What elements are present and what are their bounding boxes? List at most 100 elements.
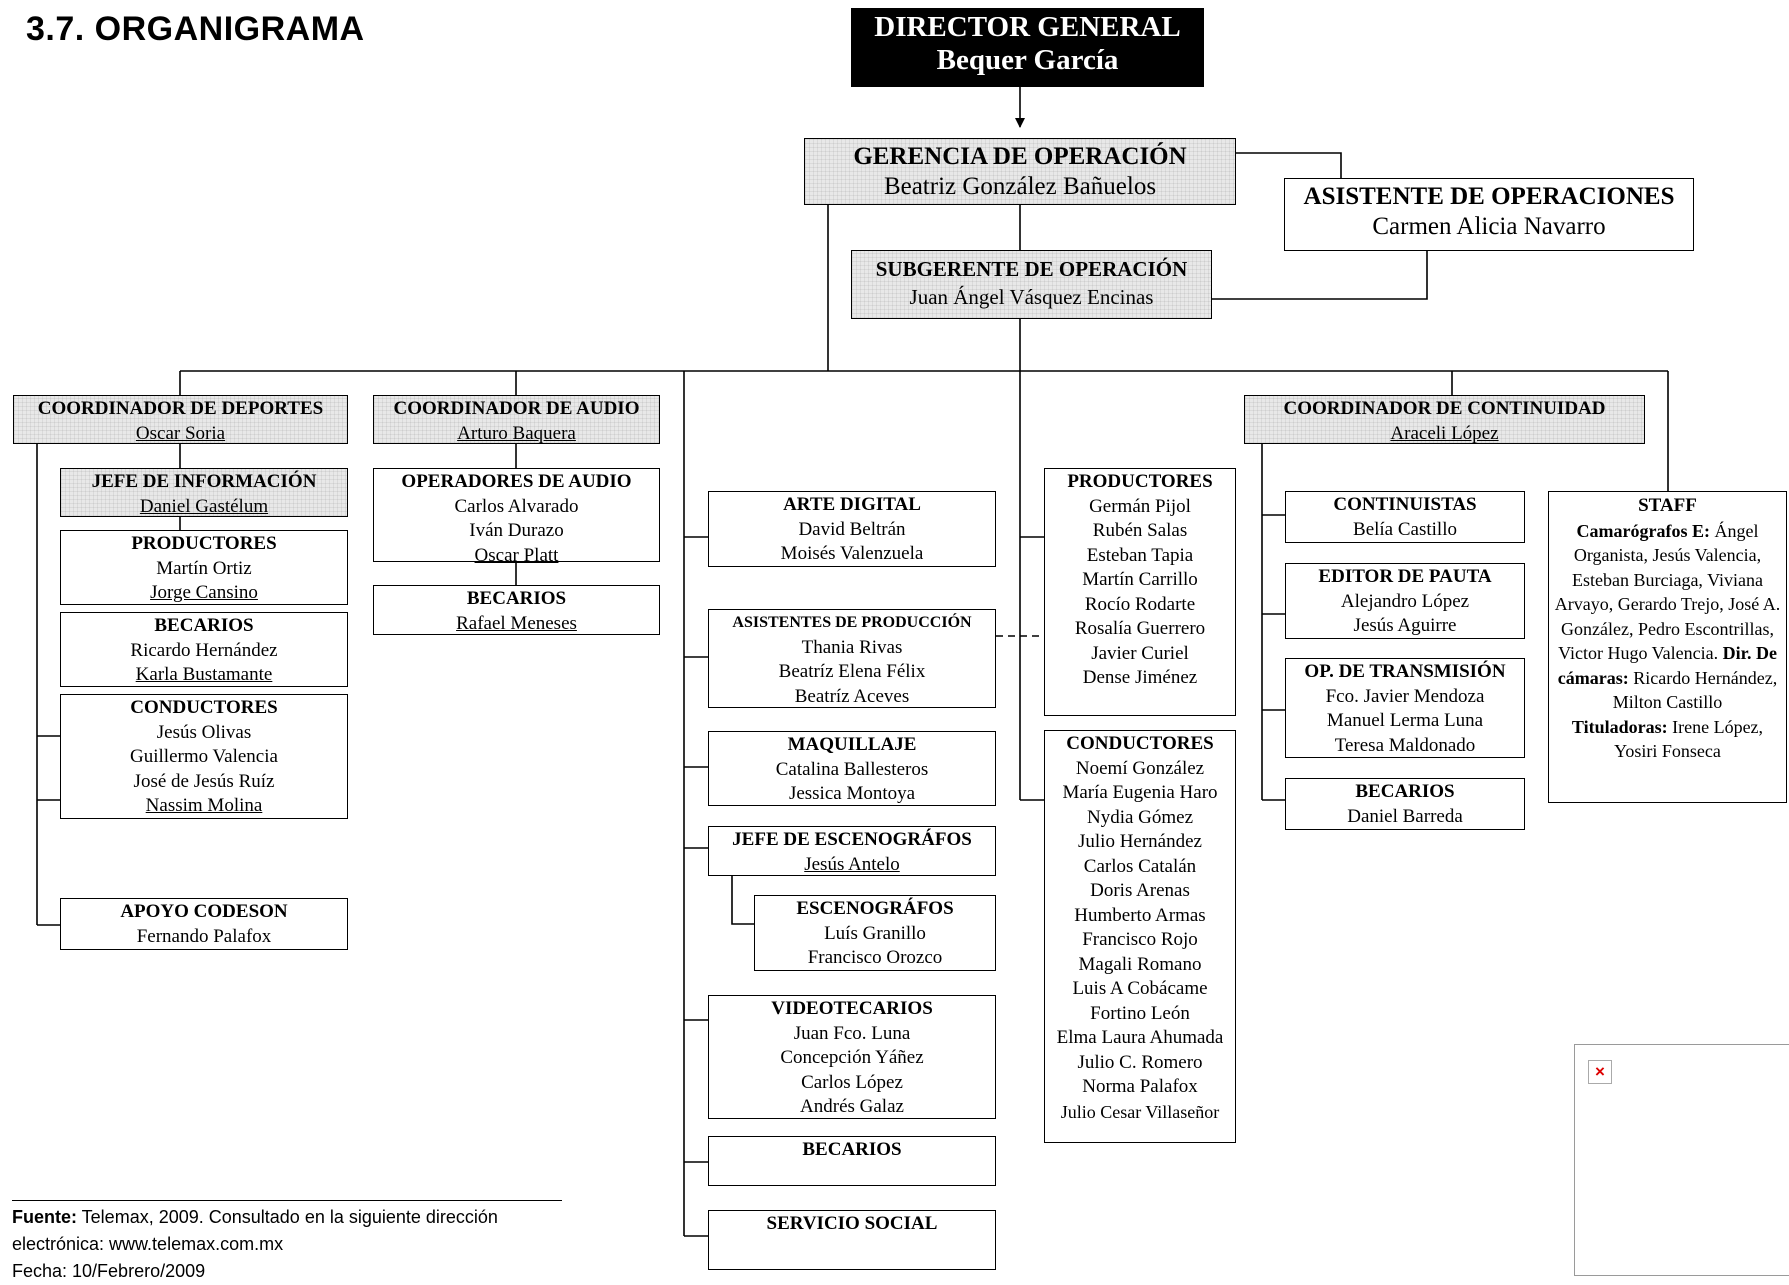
escenografos-title: ESCENOGRÁFOS bbox=[796, 898, 954, 919]
deportes-conductores-box: CONDUCTORES Jesús Olivas Guillermo Valen… bbox=[60, 694, 348, 819]
person-name: Rocío Rodarte bbox=[1084, 593, 1196, 615]
videotecarios-title: VIDEOTECARIOS bbox=[771, 998, 933, 1019]
arte-digital-box: ARTE DIGITAL David Beltrán Moisés Valenz… bbox=[708, 491, 996, 567]
person-name: Nydia Gómez bbox=[1086, 806, 1194, 828]
person-name: Doris Arenas bbox=[1090, 880, 1190, 901]
person-name: Jesús Antelo bbox=[804, 853, 900, 875]
continuidad-becarios-box: BECARIOS Daniel Barreda bbox=[1285, 778, 1525, 830]
person-name: Belía Castillo bbox=[1353, 518, 1457, 540]
staff-tituladoras-names: Irene López, Yosiri Fonseca bbox=[1614, 716, 1764, 762]
coord-audio-title: COORDINADOR DE AUDIO bbox=[393, 398, 640, 419]
person-name: Concepción Yáñez bbox=[780, 1047, 924, 1068]
person-name: Manuel Lerma Luna bbox=[1326, 710, 1484, 731]
jefe-escenografos-title: JEFE DE ESCENOGRÁFOS bbox=[732, 829, 972, 850]
staff-tituladoras-label: Tituladoras: bbox=[1571, 716, 1668, 737]
talento-productores-box: PRODUCTORES Germán Pijol Rubén Salas Est… bbox=[1044, 468, 1236, 716]
broken-image-icon: × bbox=[1588, 1060, 1612, 1084]
op-transmision-box: OP. DE TRANSMISIÓN Fco. Javier Mendoza M… bbox=[1285, 658, 1525, 758]
talento-conductores-box: CONDUCTORES Noemí González María Eugenia… bbox=[1044, 730, 1236, 1143]
person-name: Ricardo Hernández bbox=[130, 639, 278, 661]
person-name: Magali Romano bbox=[1078, 953, 1202, 975]
jefe-informacion-name: Daniel Gastélum bbox=[139, 495, 269, 517]
footnote-line-3: Fecha: 10/Febrero/2009 bbox=[12, 1261, 206, 1281]
operadores-audio-title: OPERADORES DE AUDIO bbox=[401, 471, 632, 492]
footnote-label: Fuente: bbox=[12, 1207, 77, 1227]
footnote-line-2: electrónica: www.telemax.com.mx bbox=[12, 1234, 284, 1254]
person-name: Javier Curiel bbox=[1091, 642, 1189, 664]
coord-deportes-name: Oscar Soria bbox=[135, 422, 226, 444]
servicio-social-title: SERVICIO SOCIAL bbox=[766, 1213, 938, 1234]
subgerente-title: SUBGERENTE DE OPERACIÓN bbox=[875, 257, 1188, 281]
person-name: Moisés Valenzuela bbox=[780, 543, 924, 564]
person-name: Rosalía Guerrero bbox=[1074, 618, 1206, 639]
coord-audio-name: Arturo Baquera bbox=[457, 422, 576, 444]
audio-becarios-box: BECARIOS Rafael Meneses bbox=[373, 585, 660, 635]
subgerente-name: Juan Ángel Vásquez Encinas bbox=[909, 285, 1154, 309]
person-name: Julio Cesar Villaseñor bbox=[1060, 1101, 1220, 1122]
editor-pauta-box: EDITOR DE PAUTA Alejandro López Jesús Ag… bbox=[1285, 563, 1525, 639]
person-name: Julio C. Romero bbox=[1077, 1051, 1203, 1073]
staff-title: STAFF bbox=[1638, 495, 1697, 516]
person-name: Thania Rivas bbox=[801, 636, 903, 658]
person-name: Rafael Meneses bbox=[456, 612, 577, 634]
person-name: Nassim Molina bbox=[145, 795, 263, 816]
person-name: Fernando Palafox bbox=[136, 925, 272, 947]
gerencia-name: Beatriz González Bañuelos bbox=[883, 173, 1157, 200]
talento-productores-title: PRODUCTORES bbox=[1067, 471, 1213, 492]
person-name: Martín Ortiz bbox=[156, 557, 252, 579]
person-name: Luís Granillo bbox=[824, 922, 926, 944]
gerencia-operacion-box: GERENCIA DE OPERACIÓN Beatriz González B… bbox=[804, 138, 1236, 205]
person-name: Humberto Armas bbox=[1074, 904, 1206, 926]
coordinador-continuidad-box: COORDINADOR DE CONTINUIDAD Araceli López bbox=[1244, 395, 1645, 444]
broken-image-placeholder: × bbox=[1574, 1044, 1789, 1276]
produccion-becarios-box: BECARIOS bbox=[708, 1136, 996, 1186]
person-name: Jesús Aguirre bbox=[1353, 615, 1457, 636]
asistente-name: Carmen Alicia Navarro bbox=[1372, 213, 1606, 240]
asistentes-produccion-title: ASISTENTES DE PRODUCCIÓN bbox=[732, 614, 972, 631]
subgerente-operacion-box: SUBGERENTE DE OPERACIÓN Juan Ángel Vásqu… bbox=[851, 250, 1212, 319]
operadores-audio-box: OPERADORES DE AUDIO Carlos Alvarado Iván… bbox=[373, 468, 660, 566]
person-name: Francisco Orozco bbox=[807, 947, 943, 968]
editor-pauta-title: EDITOR DE PAUTA bbox=[1318, 566, 1492, 587]
person-name: Beatríz Aceves bbox=[794, 685, 910, 707]
person-name: Norma Palafox bbox=[1082, 1076, 1198, 1097]
person-name: Fortino León bbox=[1090, 1002, 1190, 1024]
person-name: Jorge Cansino bbox=[150, 582, 258, 603]
page-heading: 3.7. ORGANIGRAMA bbox=[26, 10, 365, 48]
person-name: Catalina Ballesteros bbox=[775, 758, 929, 780]
director-general-box: DIRECTOR GENERAL Bequer García bbox=[851, 8, 1204, 87]
person-name: Martín Carrillo bbox=[1082, 569, 1198, 590]
asistentes-produccion-box: ASISTENTES DE PRODUCCIÓN Thania Rivas Be… bbox=[708, 609, 996, 708]
person-name: Germán Pijol bbox=[1089, 495, 1191, 517]
person-name: Juan Fco. Luna bbox=[793, 1022, 911, 1044]
maquillaje-box: MAQUILLAJE Catalina Ballesteros Jessica … bbox=[708, 731, 996, 806]
person-name: Daniel Barreda bbox=[1347, 805, 1463, 827]
deportes-productores-title: PRODUCTORES bbox=[131, 533, 277, 554]
coordinador-deportes-box: COORDINADOR DE DEPORTES Oscar Soria bbox=[13, 395, 348, 444]
person-name: Andrés Galaz bbox=[800, 1096, 904, 1117]
continuidad-becarios-title: BECARIOS bbox=[1355, 781, 1455, 802]
person-name: Carlos López bbox=[801, 1071, 903, 1093]
person-name: Carlos Catalán bbox=[1083, 855, 1197, 877]
arte-digital-title: ARTE DIGITAL bbox=[783, 494, 921, 515]
person-name: Carlos Alvarado bbox=[454, 495, 579, 517]
person-name: Guillermo Valencia bbox=[130, 746, 278, 767]
coord-deportes-title: COORDINADOR DE DEPORTES bbox=[37, 398, 324, 419]
person-name: Fco. Javier Mendoza bbox=[1325, 685, 1485, 707]
op-transmision-title: OP. DE TRANSMISIÓN bbox=[1304, 661, 1506, 682]
person-name: María Eugenia Haro bbox=[1062, 782, 1218, 803]
person-name: Iván Durazo bbox=[469, 520, 564, 541]
person-name: Oscar Platt bbox=[474, 544, 559, 566]
coord-continuidad-name: Araceli López bbox=[1390, 422, 1499, 444]
deportes-becarios-title: BECARIOS bbox=[154, 615, 254, 636]
coord-continuidad-title: COORDINADOR DE CONTINUIDAD bbox=[1283, 398, 1606, 419]
staff-camarografos-label: Camarógrafos E: bbox=[1576, 520, 1710, 541]
deportes-conductores-title: CONDUCTORES bbox=[130, 697, 278, 718]
person-name: Jesús Olivas bbox=[156, 721, 252, 743]
director-name: Bequer García bbox=[936, 44, 1119, 76]
escenografos-box: ESCENOGRÁFOS Luís Granillo Francisco Oro… bbox=[754, 895, 996, 971]
deportes-becarios-box: BECARIOS Ricardo Hernández Karla Bustama… bbox=[60, 612, 348, 687]
continuistas-title: CONTINUISTAS bbox=[1333, 494, 1477, 515]
servicio-social-box: SERVICIO SOCIAL bbox=[708, 1210, 996, 1270]
connector-lines bbox=[36, 85, 1669, 1237]
